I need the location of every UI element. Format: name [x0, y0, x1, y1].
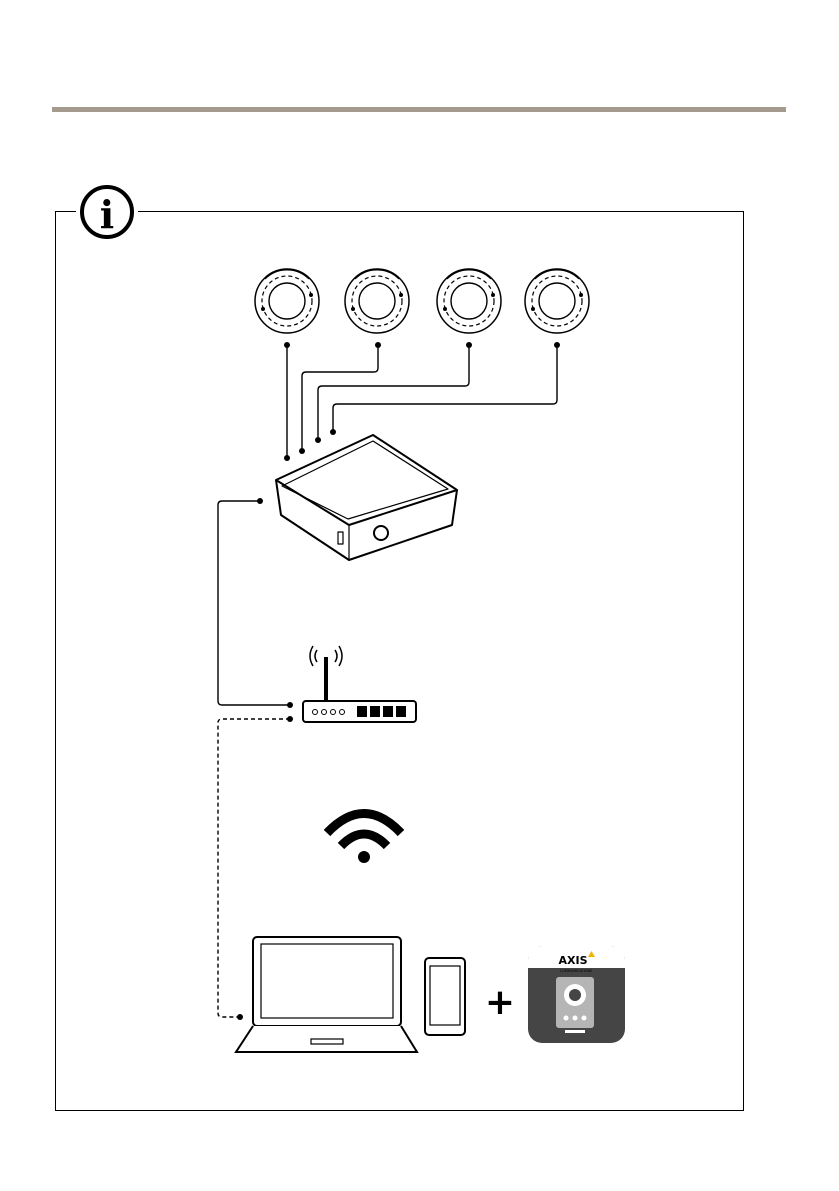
ceiling-speaker-icon: [345, 269, 409, 333]
ceiling-speaker-icon: [255, 269, 319, 333]
smartphone-icon: [425, 958, 465, 1035]
info-glyph: i: [100, 192, 114, 237]
speaker-cables: [287, 345, 557, 458]
router-icon: [303, 646, 416, 722]
plus-sign: +: [485, 982, 515, 1023]
laptop-icon: [236, 937, 417, 1052]
ceiling-speaker-icon: [437, 269, 501, 333]
axis-subtitle-text: COMMUNICATIONS: [560, 969, 594, 973]
axis-brand-text: AXIS: [558, 954, 587, 967]
axis-app-icon: AXIS COMMUNICATIONS: [528, 946, 625, 1043]
ethernet-cable: [218, 501, 290, 705]
info-icon: i: [76, 184, 138, 240]
ceiling-speaker-icon: [525, 269, 589, 333]
wifi-icon: [327, 814, 401, 864]
